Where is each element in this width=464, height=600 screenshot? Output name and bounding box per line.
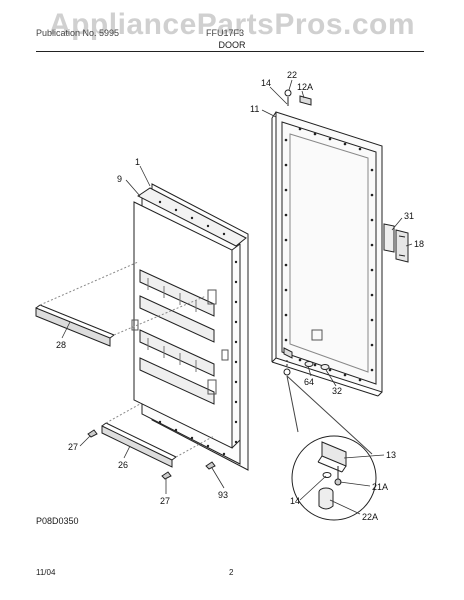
callout-93: 93 [218, 490, 228, 500]
callout-18: 18 [414, 239, 424, 249]
callout-64: 64 [304, 377, 314, 387]
shelf-bar [35, 261, 207, 347]
figure-reference: P08D0350 [36, 516, 79, 526]
callout-32: 32 [332, 386, 342, 396]
footer-page-number: 2 [229, 568, 234, 577]
section-title: DOOR [218, 40, 246, 50]
top-hinge-parts [284, 89, 312, 106]
callout-31: 31 [404, 211, 414, 221]
callout-27-bottom: 27 [160, 496, 170, 506]
leader-lines [61, 79, 413, 515]
outer-door-panel [271, 111, 383, 397]
header-publication: Publication No. 5995 [36, 28, 120, 38]
callout-14-top: 14 [261, 78, 271, 88]
callout-11: 11 [250, 104, 259, 114]
callout-21a: 21A [372, 482, 388, 492]
callout-13: 13 [386, 450, 396, 460]
header-model: FFU17F3 [206, 28, 245, 38]
callout-12a: 12A [297, 82, 313, 92]
callout-26: 26 [118, 460, 128, 470]
bottom-bar [101, 403, 215, 468]
callout-27-left: 27 [68, 442, 78, 452]
bottom-small-parts [283, 347, 330, 376]
detail-circle [286, 375, 377, 521]
handle-parts [383, 223, 409, 263]
inner-door-liner [131, 183, 249, 471]
footer-date: 11/04 [36, 568, 56, 577]
header-rule [36, 51, 424, 52]
callout-22a: 22A [362, 512, 378, 522]
callout-14-detail: 14 [290, 496, 300, 506]
callout-28: 28 [56, 340, 66, 350]
callout-1: 1 [135, 157, 140, 167]
screws [87, 429, 216, 480]
callout-9: 9 [117, 174, 122, 184]
callout-22: 22 [287, 70, 297, 80]
